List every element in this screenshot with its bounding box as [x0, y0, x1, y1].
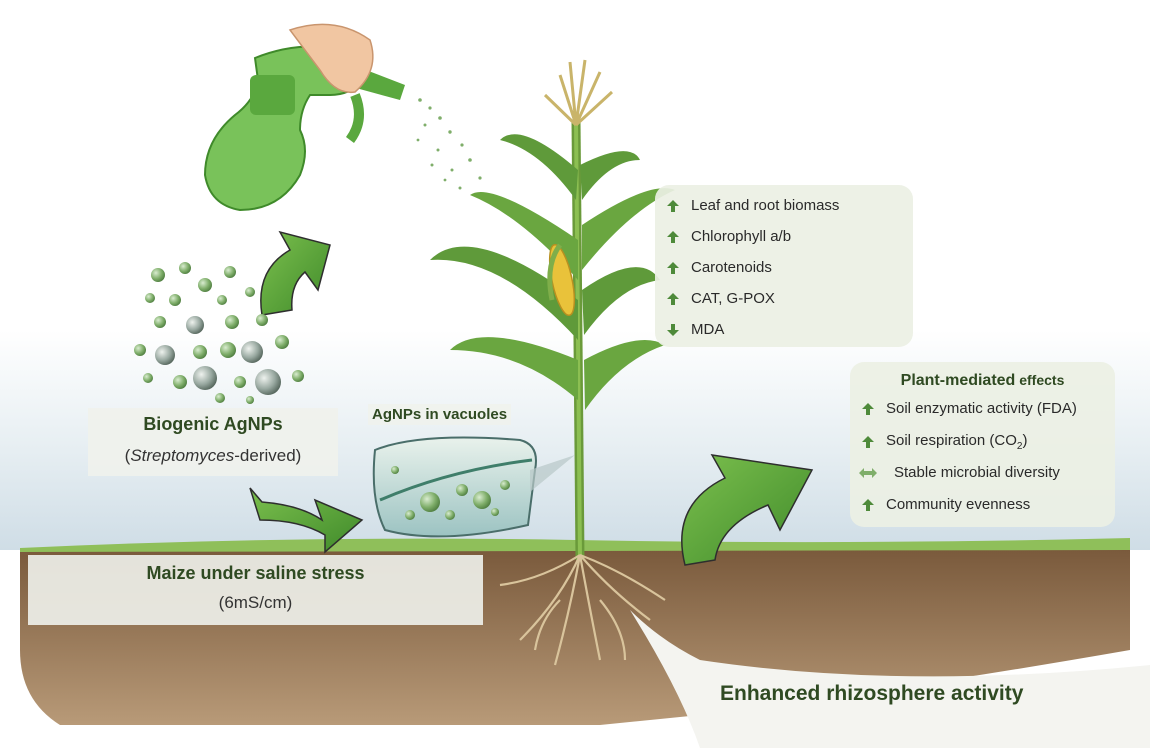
- up-arrow-icon: [858, 498, 880, 512]
- agnps-sub-italic: Streptomyces: [130, 446, 234, 465]
- soil-effect-row: Soil respiration (CO2): [858, 432, 1027, 452]
- up-arrow-icon: [663, 199, 685, 213]
- plant-effect-row: Carotenoids: [663, 259, 772, 276]
- plant-effect-row: Chlorophyll a/b: [663, 228, 791, 245]
- soil-effect-row: Community evenness: [858, 496, 1030, 513]
- plant-effect-text: MDA: [691, 321, 724, 338]
- soil-effects-title-rest: effects: [1015, 372, 1064, 388]
- plant-effect-row: CAT, G-POX: [663, 290, 775, 307]
- spray-bottle-icon: [205, 24, 405, 210]
- soil-effect-row: Soil enzymatic activity (FDA): [858, 400, 1077, 417]
- up-arrow-icon: [858, 435, 880, 449]
- agnps-label-box: Biogenic AgNPs (Streptomyces-derived): [88, 408, 338, 476]
- soil-effects-panel: Plant-mediated effects Soil enzymatic ac…: [850, 362, 1115, 527]
- up-arrow-icon: [261, 232, 330, 315]
- plant-effect-row: MDA: [663, 321, 724, 338]
- up-arrow-icon: [663, 230, 685, 244]
- plant-effect-text: Leaf and root biomass: [691, 197, 839, 214]
- soil-effect-row: Stable microbial diversity: [858, 464, 1060, 481]
- maize-label-box: Maize under saline stress (6mS/cm): [28, 555, 483, 625]
- maize-subtitle: (6mS/cm): [28, 593, 483, 613]
- plant-effect-row: Leaf and root biomass: [663, 197, 839, 214]
- spray-mist: [417, 98, 482, 189]
- agnps-subtitle: (Streptomyces-derived): [88, 446, 338, 466]
- soil-effect-text: Stable microbial diversity: [894, 464, 1060, 481]
- double-arrow-icon: [858, 466, 888, 480]
- rhizosphere-label: Enhanced rhizosphere activity: [720, 682, 1023, 706]
- agnps-title: Biogenic AgNPs: [88, 414, 338, 435]
- plant-effect-text: Carotenoids: [691, 259, 772, 276]
- agnps-sub-rest: -derived): [234, 446, 301, 465]
- soil-effect-text-post: ): [1022, 432, 1027, 449]
- vacuole-label: AgNPs in vacuoles: [368, 404, 511, 425]
- up-arrow-icon: [858, 402, 880, 416]
- down-arrow-icon: [663, 323, 685, 337]
- soil-effect-text: Community evenness: [886, 496, 1030, 513]
- plant-effect-text: CAT, G-POX: [691, 290, 775, 307]
- soil-effects-title: Plant-mediated effects: [850, 372, 1115, 390]
- maize-title: Maize under saline stress: [28, 563, 483, 584]
- soil-effect-text: Soil respiration (CO2): [886, 432, 1027, 452]
- up-arrow-icon: [663, 292, 685, 306]
- plant-effect-text: Chlorophyll a/b: [691, 228, 791, 245]
- up-arrow-icon: [663, 261, 685, 275]
- soil-effect-text-pre: Soil respiration (CO: [886, 432, 1017, 449]
- soil-effects-title-bold: Plant-mediated: [901, 372, 1016, 389]
- soil-effect-text: Soil enzymatic activity (FDA): [886, 400, 1077, 417]
